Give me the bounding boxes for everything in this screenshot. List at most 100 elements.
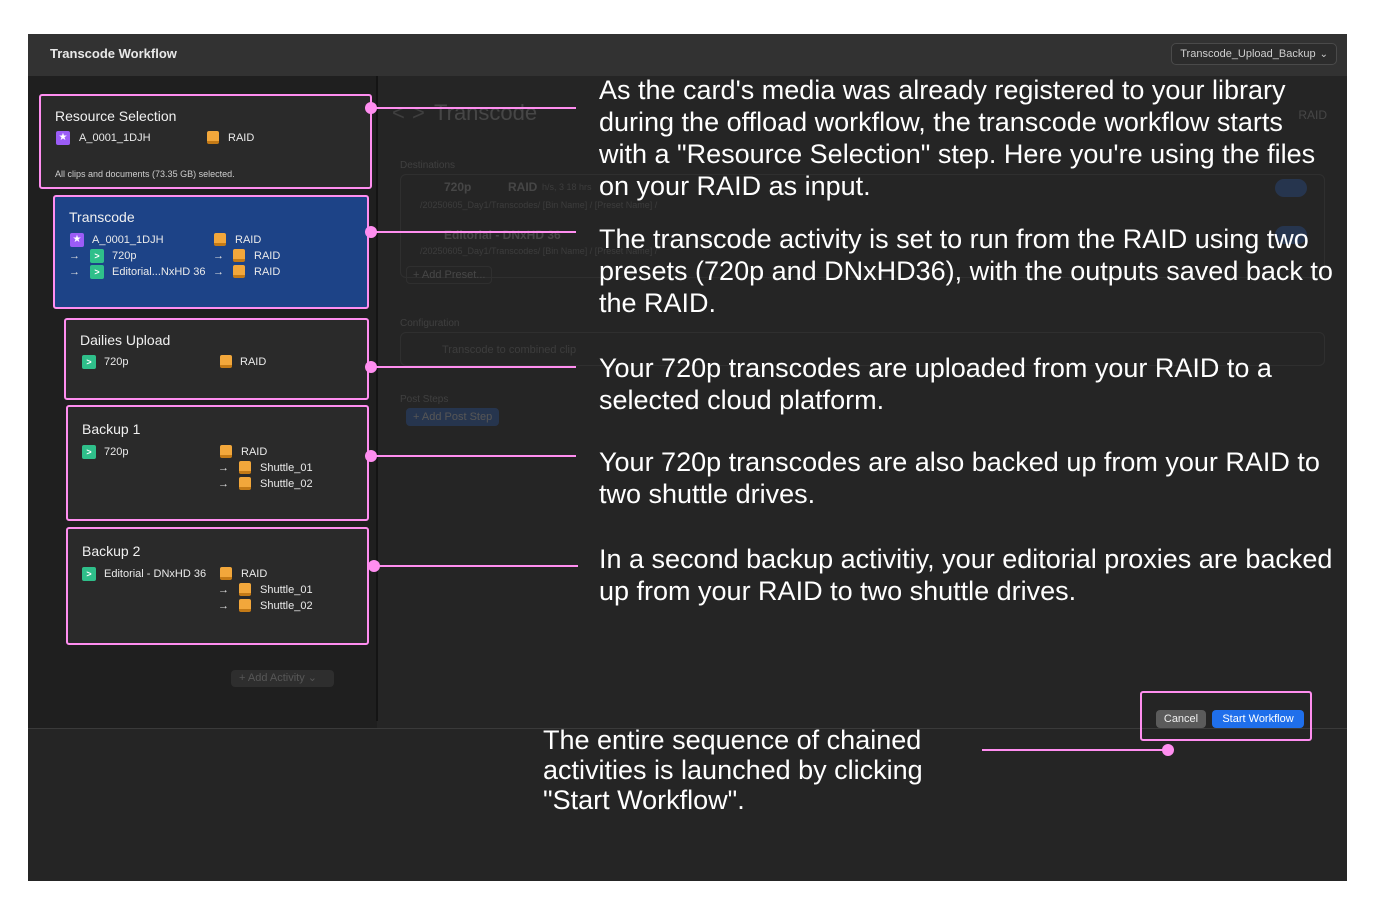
configuration-box	[400, 332, 1325, 366]
footer-divider	[28, 728, 1347, 729]
arrow-right-icon: →	[218, 478, 229, 490]
dest1-toggle[interactable]	[1275, 179, 1307, 197]
drive-name: RAID	[241, 568, 268, 580]
add-activity-label: + Add Activity	[239, 672, 305, 684]
drive-name: RAID	[235, 234, 262, 246]
shuttle-name: Shuttle_01	[260, 584, 313, 596]
dest2-toggle[interactable]	[1275, 226, 1307, 244]
add-activity-button[interactable]: + Add Activity ⌄	[231, 670, 334, 687]
drive-icon	[233, 265, 245, 278]
shuttle-name: Shuttle_02	[260, 478, 313, 490]
transcode-preset-icon: >	[82, 445, 96, 459]
drive-icon	[239, 599, 251, 612]
cancel-button[interactable]: Cancel	[1156, 710, 1206, 728]
preset-name: Editorial - DNxHD 36	[104, 568, 207, 580]
arrow-right-icon: →	[69, 266, 80, 278]
callout-backup-1: Your 720p transcodes are also backed up …	[599, 447, 1320, 509]
clip-name: A_0001_1DJH	[92, 234, 164, 246]
callout-start-workflow: The entire sequence of chained activitie…	[543, 725, 923, 815]
leader-line	[372, 107, 576, 109]
transcode-preset-icon: >	[90, 249, 104, 263]
arrow-right-icon: →	[218, 600, 229, 612]
combined-clip-checkbox[interactable]: Transcode to combined clip	[442, 344, 577, 356]
arrow-right-icon: →	[218, 462, 229, 474]
nav-back-icon[interactable]: <	[392, 100, 405, 125]
detail-raid-label: RAID	[1298, 108, 1327, 122]
start-workflow-button[interactable]: Start Workflow	[1212, 710, 1304, 728]
nav-forward-icon[interactable]: >	[412, 100, 425, 125]
add-preset-button[interactable]: + Add Preset...	[406, 266, 493, 284]
workflow-select-label: Transcode_Upload_Backup	[1180, 48, 1316, 60]
transcode-preset-icon: >	[90, 265, 104, 279]
selection-note: All clips and documents (73.35 GB) selec…	[55, 169, 235, 179]
dailies-upload-card[interactable]: Dailies Upload > 720p RAID	[64, 318, 369, 400]
leader-dot	[365, 226, 377, 238]
shuttle-name: Shuttle_02	[260, 600, 313, 612]
star-icon: ★	[56, 131, 70, 145]
leader-line	[372, 455, 576, 457]
card-title: Backup 1	[82, 421, 141, 437]
callout-backup-2: In a second backup activitiy, your edito…	[599, 544, 1333, 606]
leader-dot	[368, 560, 380, 572]
leader-line	[372, 366, 576, 368]
resource-selection-card[interactable]: Resource Selection ★ A_0001_1DJH RAID Al…	[39, 94, 372, 189]
preset-name: Editorial...NxHD 36	[112, 266, 206, 278]
transcode-preset-icon: >	[82, 567, 96, 581]
leader-line	[982, 749, 1168, 751]
leader-dot	[365, 102, 377, 114]
callout-resource-selection: As the card's media was already register…	[599, 75, 1316, 201]
dest1-drive: RAID	[508, 180, 538, 194]
backup-2-card[interactable]: Backup 2 > Editorial - DNxHD 36 RAID → S…	[66, 527, 369, 645]
add-post-step-button[interactable]: + Add Post Step	[406, 408, 500, 426]
star-icon: ★	[70, 233, 84, 247]
dest2-path: /20250605_Day1/Transcodes/ [Bin Name] / …	[420, 246, 658, 256]
preset-name: 720p	[104, 356, 129, 368]
destinations-label: Destinations	[400, 160, 456, 171]
preset-name: 720p	[104, 446, 129, 458]
window-title: Transcode Workflow	[50, 46, 177, 61]
drive-name: RAID	[254, 250, 281, 262]
drive-icon	[233, 249, 245, 262]
dest1-path: /20250605_Day1/Transcodes/ [Bin Name] / …	[420, 200, 658, 210]
destinations-box	[400, 174, 1325, 278]
drive-icon	[220, 567, 232, 580]
drive-name: RAID	[241, 446, 268, 458]
backup-1-card[interactable]: Backup 1 > 720p RAID → Shuttle_01 → Shut…	[66, 405, 369, 521]
card-title: Resource Selection	[55, 108, 177, 124]
drive-icon	[220, 355, 232, 368]
chevron-down-icon: ⌄	[307, 672, 318, 684]
sidebar-divider	[376, 76, 378, 721]
chevron-down-icon: ⌄	[1319, 49, 1328, 60]
workflow-select[interactable]: Transcode_Upload_Backup⌄	[1171, 43, 1337, 65]
drive-name: RAID	[228, 132, 255, 144]
configuration-label: Configuration	[400, 318, 460, 329]
drive-icon	[214, 233, 226, 246]
dest1-extra: h/s, 3 18 hrs	[542, 182, 592, 192]
transcode-card[interactable]: Transcode ★ A_0001_1DJH RAID → > 720p → …	[53, 195, 369, 309]
drive-icon	[220, 445, 232, 458]
leader-dot	[1162, 744, 1174, 756]
post-steps-label: Post Steps	[400, 394, 449, 405]
drive-name: RAID	[240, 356, 267, 368]
drive-icon	[239, 461, 251, 474]
transcode-preset-icon: >	[82, 355, 96, 369]
arrow-right-icon: →	[213, 266, 224, 278]
drive-icon	[207, 131, 219, 144]
clip-name: A_0001_1DJH	[79, 132, 151, 144]
start-highlight-box	[1140, 691, 1312, 741]
card-title: Dailies Upload	[80, 332, 171, 348]
detail-panel: < > Transcode RAID Destinations 720p RAI…	[380, 76, 1347, 726]
callout-dailies-upload: Your 720p transcodes are uploaded from y…	[599, 353, 1272, 415]
drive-icon	[239, 583, 251, 596]
leader-line	[374, 565, 578, 567]
card-title: Backup 2	[82, 543, 141, 559]
drive-name: RAID	[254, 266, 281, 278]
title-bar: Transcode Workflow Transcode_Upload_Back…	[28, 34, 1347, 76]
arrow-right-icon: →	[69, 250, 80, 262]
leader-dot	[365, 361, 377, 373]
leader-line	[372, 231, 576, 233]
drive-icon	[239, 477, 251, 490]
shuttle-name: Shuttle_01	[260, 462, 313, 474]
arrow-right-icon: →	[213, 250, 224, 262]
detail-title: Transcode	[434, 100, 538, 125]
